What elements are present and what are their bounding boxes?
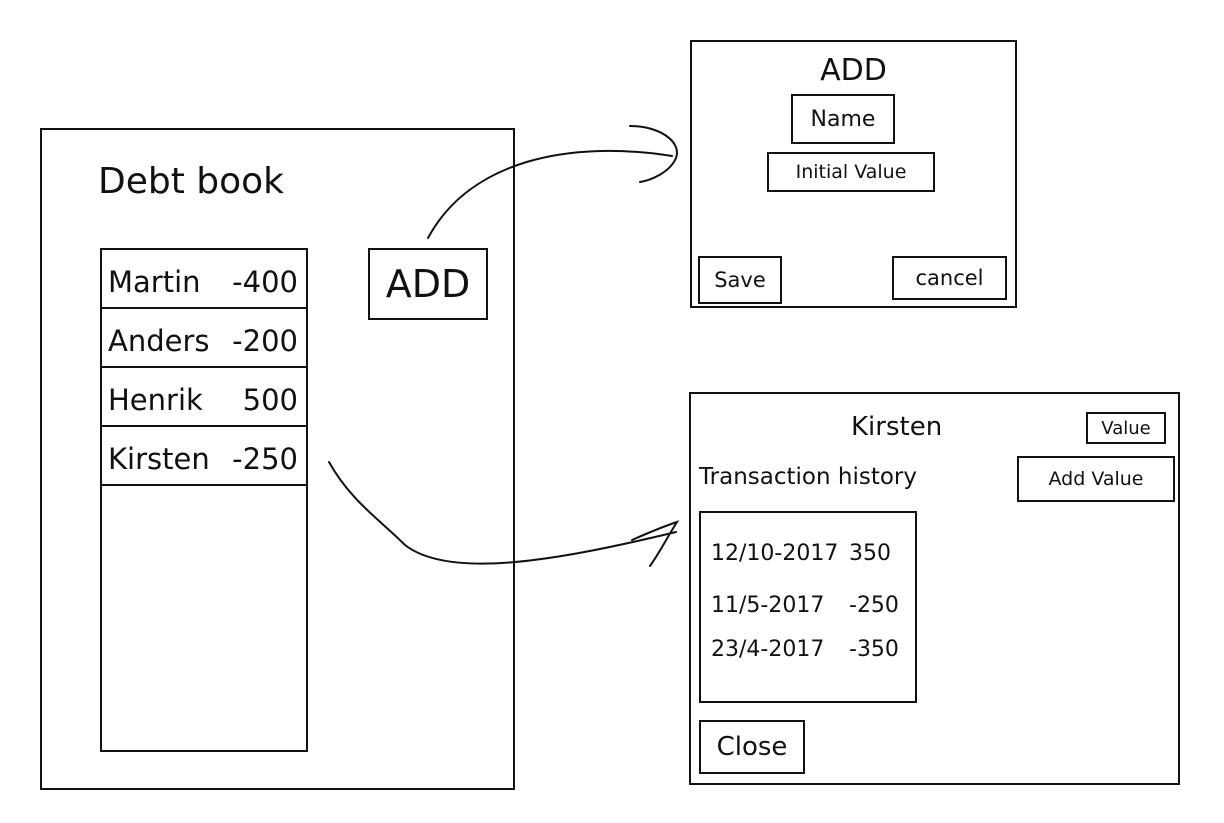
transaction-date: 23/4-2017	[711, 637, 825, 662]
list-item[interactable]: Kirsten -250	[102, 427, 306, 486]
debtor-amount: -250	[232, 442, 298, 476]
list-item[interactable]: Henrik 500	[102, 368, 306, 427]
save-button[interactable]: Save	[698, 256, 782, 304]
debtor-name: Kirsten	[108, 442, 210, 476]
debtor-name: Anders	[108, 324, 210, 358]
cancel-button[interactable]: cancel	[892, 256, 1007, 300]
transaction-row: 23/4-2017 -350	[711, 637, 899, 662]
debtor-amount: -200	[232, 324, 298, 358]
app-title: Debt book	[98, 161, 285, 202]
transaction-value: -350	[849, 637, 899, 662]
debtor-list[interactable]: Martin -400 Anders -200 Henrik 500 Kirst…	[100, 248, 308, 752]
close-button[interactable]: Close	[699, 720, 805, 774]
main-screen: Debt book Martin -400 Anders -200 Henrik…	[40, 128, 515, 790]
detail-dialog-title: Kirsten	[851, 412, 943, 442]
value-box: Value	[1086, 412, 1166, 444]
transaction-date: 11/5-2017	[711, 593, 825, 618]
detail-dialog: Kirsten Value Transaction history Add Va…	[689, 392, 1180, 785]
add-dialog-title: ADD	[820, 53, 887, 88]
add-dialog: ADD Name Initial Value Save cancel	[690, 40, 1017, 308]
transaction-value: 350	[849, 541, 891, 566]
debtor-name: Henrik	[108, 383, 203, 417]
list-item[interactable]: Anders -200	[102, 309, 306, 368]
debtor-amount: -400	[232, 265, 298, 299]
transaction-history-heading: Transaction history	[699, 464, 917, 490]
transaction-row: 11/5-2017 -250	[711, 593, 899, 618]
arrow-head-add-dialog	[629, 125, 678, 183]
debtor-name: Martin	[108, 265, 201, 299]
add-button[interactable]: ADD	[368, 248, 488, 320]
add-value-button[interactable]: Add Value	[1017, 456, 1175, 502]
transaction-value: -250	[849, 593, 899, 618]
initial-value-field[interactable]: Initial Value	[767, 152, 935, 192]
list-item[interactable]: Martin -400	[102, 250, 306, 309]
arrow-head-detail-dialog	[631, 520, 680, 567]
transaction-list: 12/10-2017 350 11/5-2017 -250 23/4-2017 -35…	[699, 511, 917, 703]
transaction-date: 12/10-2017	[711, 541, 839, 566]
transaction-row: 12/10-2017 350	[711, 541, 891, 566]
debtor-amount: 500	[242, 383, 298, 417]
name-field[interactable]: Name	[791, 94, 895, 144]
